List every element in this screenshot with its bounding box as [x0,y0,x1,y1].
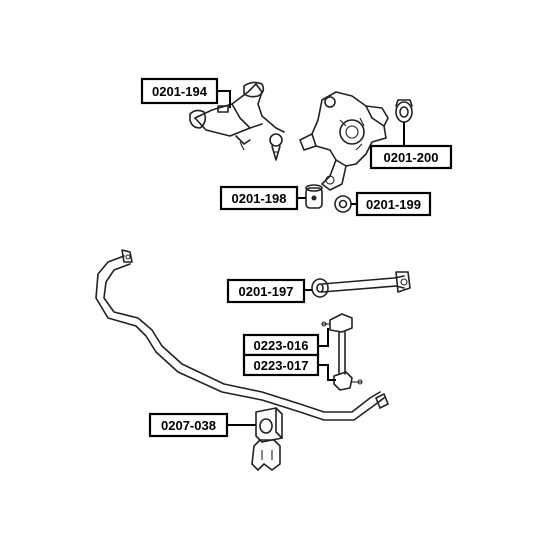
callout-0223-016: 0223-016 [242,328,329,357]
callout-0207-038: 0207-038 [148,412,256,438]
stabilizer-bar-drawing [95,249,389,421]
part-number-label: 0201-197 [239,284,294,299]
callout-0201-199: 0201-199 [351,191,432,217]
callout-0201-198: 0201-198 [219,185,306,211]
part-number-label: 0201-199 [366,197,421,212]
label-box [148,412,229,438]
bushing-0201-199-drawing [334,195,352,213]
stabilizer-bushing-drawing [251,407,283,471]
label-box [219,185,299,211]
label-box [242,353,320,377]
label-box [355,191,432,217]
callout-0223-017: 0223-017 [242,353,336,381]
part-number-label: 0223-016 [254,338,309,353]
part-number-label: 0201-194 [152,84,208,99]
part-number-label: 0201-198 [232,191,287,206]
callout-0201-197: 0201-197 [226,278,312,304]
part-number-label: 0201-200 [384,150,439,165]
label-box [140,77,219,105]
lateral-link-0201-197-drawing [311,271,411,298]
callout-0201-194: 0201-194 [140,77,231,108]
bushing-0201-200-drawing [395,99,413,123]
label-box [226,278,306,304]
label-box [369,144,453,170]
knuckle-drawing [299,91,389,191]
stabilizer-link-drawing [321,313,363,391]
part-number-label: 0223-017 [254,358,309,373]
part-number-label: 0207-038 [161,418,216,433]
callout-0201-200: 0201-200 [369,122,453,170]
bushing-0201-198-drawing [305,184,323,209]
upper-control-arm-drawing [189,81,285,161]
